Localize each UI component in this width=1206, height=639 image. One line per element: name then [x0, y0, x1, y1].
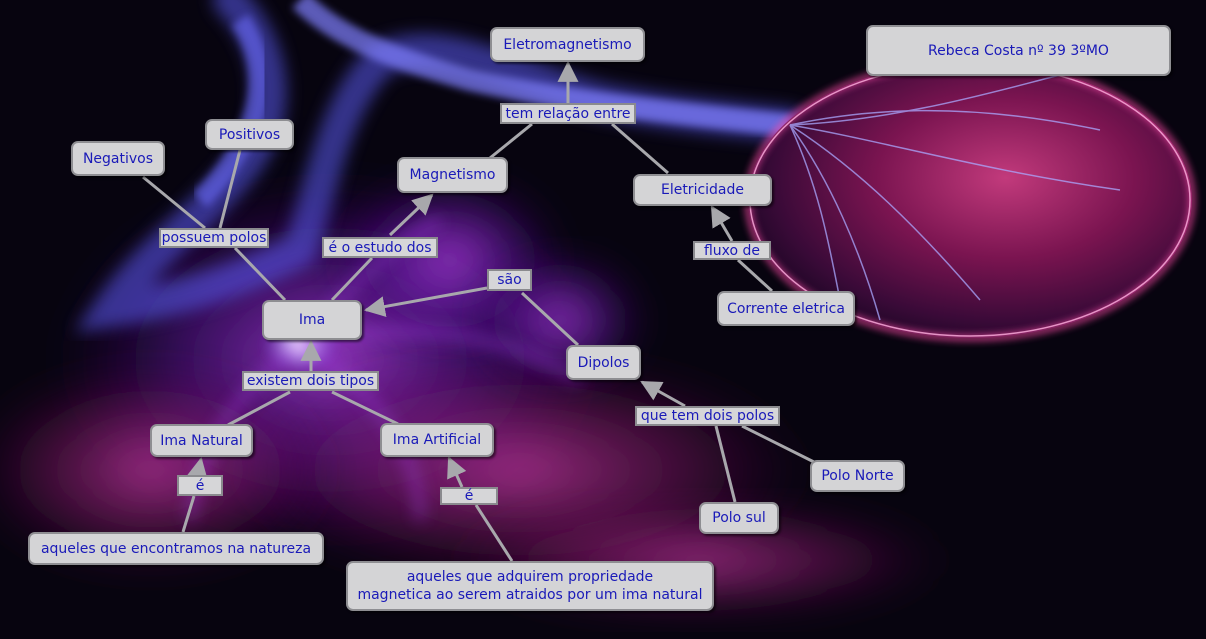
link-que-tem-dois-polos[interactable]: que tem dois polos	[635, 406, 780, 426]
concept-eletricidade[interactable]: Eletricidade	[633, 174, 772, 206]
link-e-o-estudo-dos[interactable]: é o estudo dos	[322, 237, 438, 258]
author-box: Rebeca Costa nº 39 3ºMO	[866, 25, 1171, 76]
concept-eletromagnetismo[interactable]: Eletromagnetismo	[490, 27, 645, 62]
concept-ima-natural[interactable]: Ima Natural	[150, 424, 253, 457]
link-e-natural[interactable]: é	[177, 475, 223, 496]
link-e-artificial[interactable]: é	[440, 487, 498, 505]
link-possuem-polos[interactable]: possuem polos	[159, 228, 269, 248]
link-tem-relacao-entre[interactable]: tem relação entre	[500, 103, 636, 124]
link-sao[interactable]: são	[487, 269, 532, 291]
link-existem-dois-tipos[interactable]: existem dois tipos	[242, 371, 379, 391]
concept-polo-sul[interactable]: Polo sul	[699, 502, 779, 534]
concept-magnetismo[interactable]: Magnetismo	[397, 157, 508, 193]
concept-ima[interactable]: Ima	[262, 300, 362, 340]
concept-ima-artificial[interactable]: Ima Artificial	[380, 423, 494, 457]
link-fluxo-de[interactable]: fluxo de	[693, 241, 771, 260]
concept-polo-norte[interactable]: Polo Norte	[810, 460, 905, 492]
concept-def-natural[interactable]: aqueles que encontramos na natureza	[28, 532, 324, 565]
concept-corrente-eletrica[interactable]: Corrente eletrica	[717, 291, 855, 326]
concept-negativos[interactable]: Negativos	[71, 141, 165, 176]
concept-def-artificial[interactable]: aqueles que adquirem propriedade magneti…	[346, 561, 714, 611]
concept-dipolos[interactable]: Dipolos	[566, 345, 641, 380]
concept-positivos[interactable]: Positivos	[205, 119, 294, 150]
